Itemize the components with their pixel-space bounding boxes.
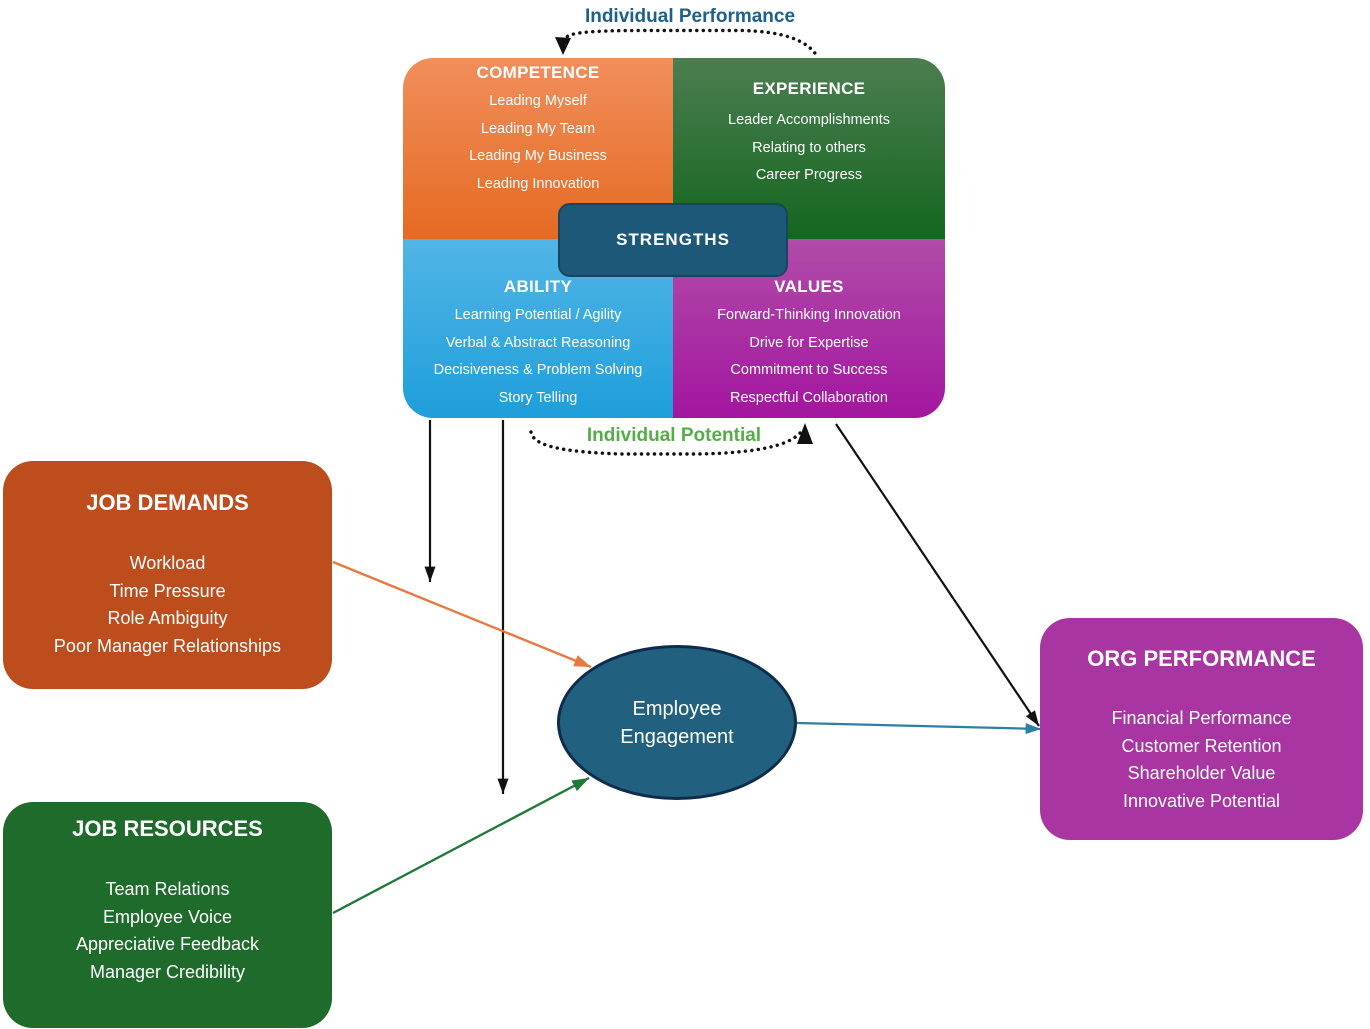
individual-potential-label: Individual Potential	[586, 425, 762, 446]
arrow-engagement-to-org-performance	[796, 721, 1042, 735]
job-resources-item: Team Relations	[105, 879, 230, 899]
job-demands-box: JOB DEMANDS Workload Time Pressure Role …	[3, 461, 332, 689]
job-resources-item: Employee Voice	[102, 906, 233, 927]
job-resources-item: Appreciative Feedback	[75, 934, 260, 954]
job-resources-title: JOB RESOURCES	[72, 816, 263, 841]
ability-item: Verbal & Abstract Reasoning	[445, 334, 631, 351]
competence-item: Leading My Business	[469, 148, 607, 164]
job-resources-box: JOB RESOURCES Team Relations Employee Vo…	[3, 802, 332, 1028]
individual-performance-label: Individual Performance	[584, 6, 796, 27]
employee-engagement-label: Employee Engagement	[620, 697, 734, 748]
ability-title: ABILITY	[503, 277, 573, 296]
values-items: Forward-Thinking Innovation Drive for Ex…	[673, 302, 945, 412]
experience-title: EXPERIENCE	[752, 79, 866, 98]
individual-potential-loop-arrow	[529, 423, 813, 456]
experience-item: Career Progress	[755, 167, 863, 183]
competence-item: Leading My Team	[480, 120, 596, 137]
ability-items: Learning Potential / Agility Verbal & Ab…	[403, 302, 673, 412]
ability-item: Decisiveness & Problem Solving	[433, 362, 643, 378]
arrow-job-resources-to-engagement	[332, 776, 590, 915]
org-performance-item: Customer Retention	[1121, 735, 1282, 756]
values-title: VALUES	[774, 277, 844, 296]
job-resources-item: Manager Credibility	[89, 961, 246, 982]
ability-item: Story Telling	[498, 389, 578, 406]
values-item: Respectful Collaboration	[730, 389, 888, 406]
strengths-center-box: STRENGTHS	[558, 203, 788, 277]
job-demands-item: Time Pressure	[109, 580, 226, 601]
job-demands-item: Workload	[129, 553, 206, 573]
experience-item: Relating to others	[752, 139, 866, 156]
org-performance-title: ORG PERFORMANCE	[1087, 646, 1316, 671]
values-item: Forward-Thinking Innovation	[717, 307, 901, 323]
competence-item: Leading Innovation	[476, 175, 600, 192]
job-demands-title: JOB DEMANDS	[86, 490, 249, 515]
job-demands-items: Workload Time Pressure Role Ambiguity Po…	[3, 550, 332, 660]
org-performance-items: Financial Performance Customer Retention…	[1040, 705, 1363, 815]
org-performance-item: Innovative Potential	[1122, 790, 1281, 811]
individual-performance-loop-arrow	[555, 28, 819, 58]
ability-item: Learning Potential / Agility	[454, 307, 622, 323]
experience-item: Leader Accomplishments	[728, 112, 890, 128]
values-item: Commitment to Success	[730, 362, 888, 378]
employee-engagement-ellipse: Employee Engagement	[557, 645, 797, 800]
strengths-label: STRENGTHS	[616, 230, 730, 249]
competence-title: COMPETENCE	[476, 63, 600, 82]
org-performance-box: ORG PERFORMANCE Financial Performance Cu…	[1040, 618, 1363, 840]
job-demands-item: Poor Manager Relationships	[53, 635, 282, 656]
competence-item: Leading Myself	[489, 93, 587, 109]
values-item: Drive for Expertise	[749, 334, 869, 351]
org-performance-item: Financial Performance	[1111, 708, 1292, 728]
competence-items: Leading Myself Leading My Team Leading M…	[403, 88, 673, 198]
job-demands-item: Role Ambiguity	[107, 608, 228, 628]
arrow-job-demands-to-engagement	[332, 560, 592, 669]
arrow-values-to-org-performance	[835, 423, 1040, 727]
org-performance-item: Shareholder Value	[1127, 763, 1276, 783]
job-resources-items: Team Relations Employee Voice Appreciati…	[3, 876, 332, 986]
experience-items: Leader Accomplishments Relating to other…	[673, 107, 945, 190]
